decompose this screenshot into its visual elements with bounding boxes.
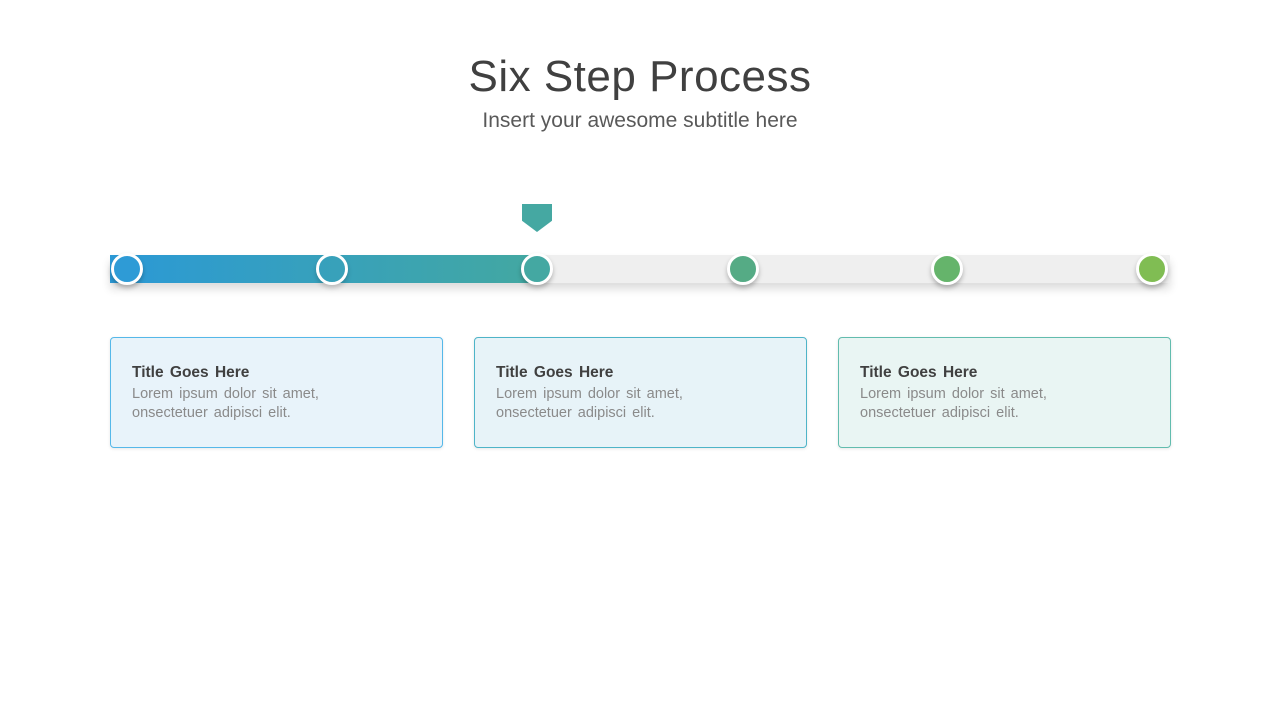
step-dot-6 — [1136, 253, 1168, 285]
page-subtitle: Insert your awesome subtitle here — [482, 109, 798, 132]
card-body-line: onsectetuer adipisci elit. — [860, 404, 1019, 421]
step-dot-2 — [316, 253, 348, 285]
step-dot-3 — [521, 253, 553, 285]
card-body: Lorem ipsum dolor sit amet, onsectetuer … — [860, 385, 1150, 422]
process-timeline — [110, 251, 1170, 291]
card-body: Lorem ipsum dolor sit amet, onsectetuer … — [496, 385, 786, 422]
card-title: Title Goes Here — [860, 364, 978, 381]
slide-header: Six Step Process Insert your awesome sub… — [0, 52, 1280, 133]
step-dot-5 — [931, 253, 963, 285]
step-dot-4 — [727, 253, 759, 285]
step-card-1: Title Goes Here Lorem ipsum dolor sit am… — [110, 337, 443, 448]
timeline-track — [110, 255, 1170, 283]
current-step-marker-icon — [522, 204, 552, 232]
card-body-line: Lorem ipsum dolor sit amet, — [132, 386, 319, 402]
card-body-line: Lorem ipsum dolor sit amet, — [496, 386, 683, 402]
card-body-line: onsectetuer adipisci elit. — [496, 404, 655, 421]
page-title: Six Step Process — [468, 52, 812, 101]
step-card-3: Title Goes Here Lorem ipsum dolor sit am… — [838, 337, 1171, 448]
step-dot-1 — [111, 253, 143, 285]
card-body-line: onsectetuer adipisci elit. — [132, 404, 291, 421]
card-body: Lorem ipsum dolor sit amet, onsectetuer … — [132, 385, 422, 422]
step-card-2: Title Goes Here Lorem ipsum dolor sit am… — [474, 337, 807, 448]
card-body-line: Lorem ipsum dolor sit amet, — [860, 386, 1047, 402]
card-title: Title Goes Here — [132, 364, 250, 381]
card-title: Title Goes Here — [496, 364, 614, 381]
